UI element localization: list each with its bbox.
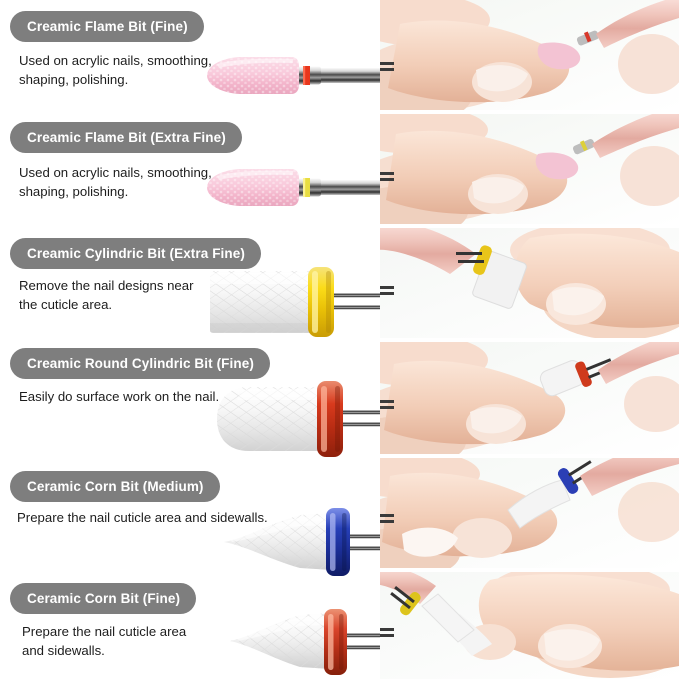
bit-description: Easily do surface work on the nail. — [19, 389, 220, 404]
bit-description: Used on acrylic nails, smoothing, shapin… — [19, 53, 212, 87]
bit-description: Remove the nail designs near the cuticle… — [19, 278, 194, 312]
bit-name-pill: Ceramic Corn Bit (Fine) — [10, 583, 197, 614]
bit-row: Creamic Flame Bit (Fine) Used on acrylic… — [0, 0, 380, 112]
bit-name-label: Creamic Cylindric Bit (Extra Fine) — [27, 246, 245, 261]
photo-panel — [380, 114, 679, 224]
bit-name-label: Creamic Flame Bit (Extra Fine) — [27, 130, 226, 145]
info-column: Creamic Flame Bit (Fine) Used on acrylic… — [0, 0, 380, 679]
bit-name-label: Ceramic Corn Bit (Fine) — [27, 591, 181, 606]
photo-gap — [380, 338, 679, 342]
photo-gap — [380, 110, 679, 114]
bit-graphic-corn — [228, 609, 380, 682]
photo-gap — [380, 224, 679, 228]
bit-graphic-flame — [205, 160, 380, 220]
bit-name-pill: Ceramic Corn Bit (Medium) — [10, 471, 220, 502]
photo-panel — [380, 342, 679, 454]
bit-description: Prepare the nail cuticle area and sidewa… — [17, 510, 268, 525]
bit-row: Ceramic Corn Bit (Medium) Prepare the na… — [0, 460, 380, 576]
bit-row: Creamic Cylindric Bit (Extra Fine) Remov… — [0, 229, 380, 343]
bit-row: Creamic Flame Bit (Extra Fine) Used on a… — [0, 112, 380, 229]
bit-name-pill: Creamic Flame Bit (Fine) — [10, 11, 204, 42]
bit-description: Used on acrylic nails, smoothing, shapin… — [19, 165, 212, 199]
bit-row: Ceramic Corn Bit (Fine) Prepare the nail… — [0, 575, 380, 679]
bit-name-pill: Creamic Round Cylindric Bit (Fine) — [10, 348, 270, 379]
bit-name-label: Creamic Flame Bit (Fine) — [27, 19, 188, 34]
photo-panel — [380, 228, 679, 338]
photo-panel — [380, 458, 679, 568]
bit-graphic-cylinder — [208, 267, 380, 344]
bit-row: Creamic Round Cylindric Bit (Fine) Easil… — [0, 343, 380, 460]
bit-graphic-corn — [222, 508, 380, 585]
photo-panel — [380, 0, 679, 110]
bit-name-label: Ceramic Corn Bit (Medium) — [27, 479, 204, 494]
bit-name-label: Creamic Round Cylindric Bit (Fine) — [27, 356, 254, 371]
bit-name-pill: Creamic Flame Bit (Extra Fine) — [10, 122, 242, 153]
bit-graphic-flame — [205, 48, 380, 108]
photo-panel — [380, 572, 679, 679]
bit-graphic-round-cylinder — [215, 379, 380, 464]
bit-name-pill: Creamic Cylindric Bit (Extra Fine) — [10, 238, 261, 269]
photo-column — [380, 0, 679, 679]
photo-gap — [380, 568, 679, 572]
bit-description: Prepare the nail cuticle area and sidewa… — [22, 624, 187, 658]
photo-gap — [380, 454, 679, 458]
